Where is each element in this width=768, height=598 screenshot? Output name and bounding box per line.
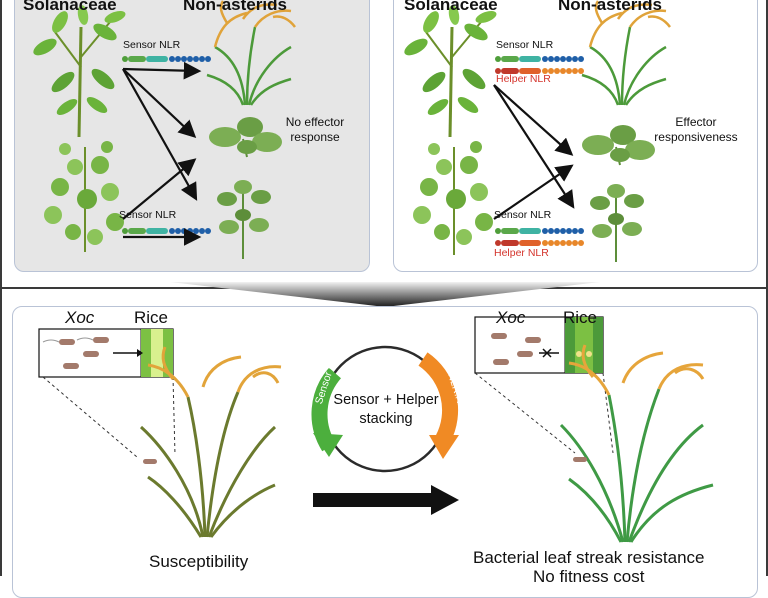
sensor-nlr-label-bottom: Sensor NLR <box>119 209 177 221</box>
rice-label-right: Rice <box>563 308 598 327</box>
progress-arrow-head <box>431 485 459 515</box>
healthy-rice-plant-icon <box>559 344 714 543</box>
transfer-arrows <box>122 61 202 246</box>
legume-leaf-icon <box>209 117 282 158</box>
pepper-plant-icon <box>33 5 126 138</box>
helper-nlr-protein-bottom-right <box>495 240 584 246</box>
fitness-cost-label: No fitness cost <box>533 567 645 586</box>
no-effector-response-note: No effector response <box>285 115 345 144</box>
rice-label-left: Rice <box>134 308 169 327</box>
header-non-asterids: Non-asterids <box>183 0 287 14</box>
susceptibility-label: Susceptibility <box>149 552 249 571</box>
sensor-nlr-label-top-right: Sensor NLR <box>496 39 554 51</box>
legume-leaf-icon-right <box>582 125 655 166</box>
panel-rice-outcome: Xoc Rice Xoc Rice Sensor + Helper stacki… <box>12 306 758 598</box>
xoc-label-right: Xoc <box>496 308 526 327</box>
header-non-asterids-right: Non-asterids <box>558 0 662 14</box>
panel-sensor-only: Solanaceae Non-asterids Sensor NLR Senso… <box>14 0 370 272</box>
panel-sensor-only-art <box>33 0 296 259</box>
rice-plant-icon-right <box>581 0 671 106</box>
effector-responsiveness-note: Effector responsiveness <box>654 115 738 144</box>
stacking-title: Sensor + Helper stacking <box>333 392 439 427</box>
converging-wedge <box>170 282 600 307</box>
helper-nlr-label-bottom-right: Helper NLR <box>494 247 549 259</box>
diseased-rice-plant-icon <box>139 346 282 538</box>
header-solanaceae-right: Solanaceae <box>404 0 498 14</box>
xoc-bacteria-left <box>42 337 109 369</box>
panel-rice-outcome-art <box>38 316 714 543</box>
legume-plant-icon <box>217 180 271 259</box>
rice-plant-icon <box>206 0 296 106</box>
bushy-solanaceae-plant-icon-right <box>413 141 493 255</box>
sensor-nlr-label-bottom-right: Sensor NLR <box>494 209 552 221</box>
legume-plant-icon-right <box>590 184 644 262</box>
sensor-nlr-protein-top <box>122 56 211 62</box>
panel-sensor-helper-art <box>404 0 671 262</box>
panel-sensor-helper: Solanaceae Non-asterids Sensor NLR Helpe… <box>393 0 758 272</box>
resistance-label: Bacterial leaf streak resistance <box>473 548 705 567</box>
sensor-nlr-protein-top-right <box>495 56 584 62</box>
header-solanaceae: Solanaceae <box>23 0 117 14</box>
xoc-label-left: Xoc <box>65 308 95 327</box>
sensor-nlr-protein-bottom-right <box>495 228 584 234</box>
sensor-nlr-label-top: Sensor NLR <box>123 39 181 51</box>
transfer-arrows-right <box>493 84 575 220</box>
helper-arc <box>418 352 459 443</box>
helper-nlr-label-top-right: Helper NLR <box>496 73 551 85</box>
pepper-plant-icon-right <box>404 5 497 138</box>
progress-arrow-body <box>313 493 433 507</box>
helper-nlr-protein-top-right <box>495 68 584 74</box>
xoc-bacteria-right <box>491 333 541 365</box>
bushy-solanaceae-plant-icon <box>44 141 124 252</box>
